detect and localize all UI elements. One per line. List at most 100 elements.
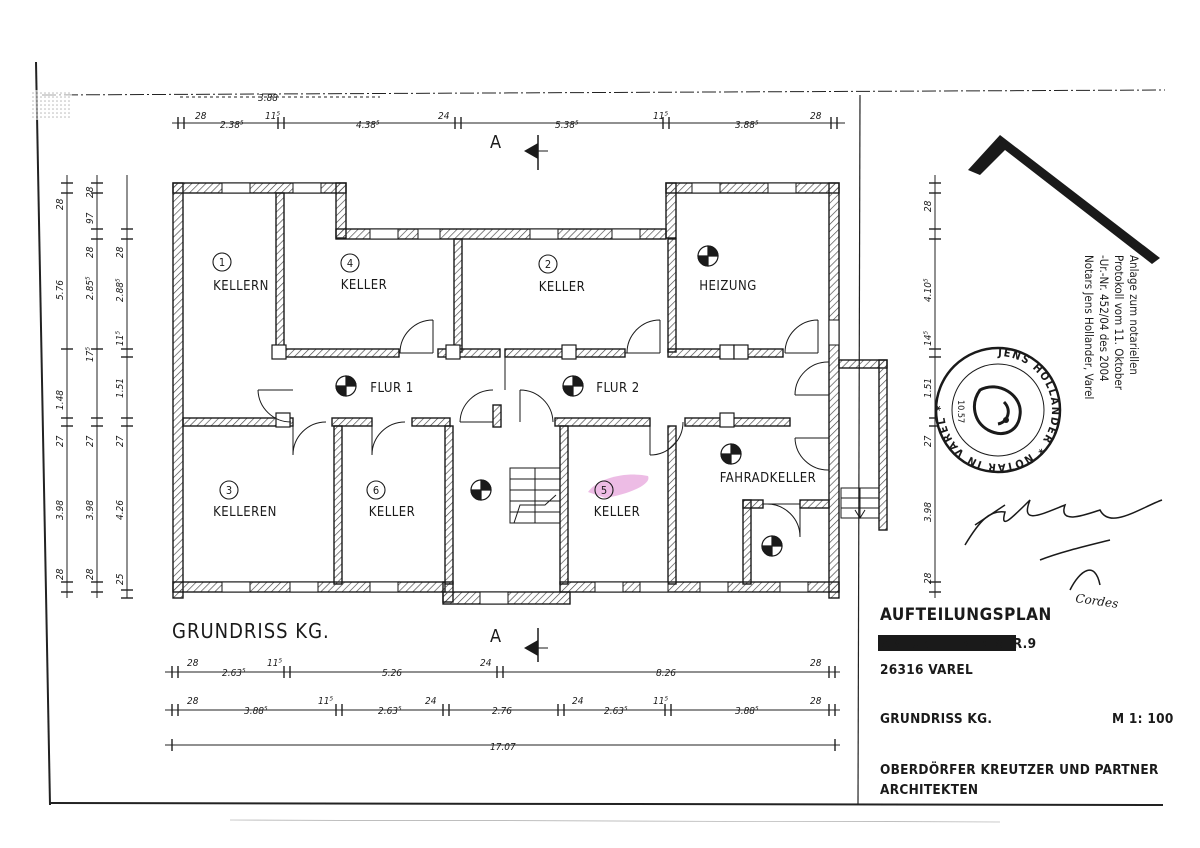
- dim-top: 4.38⁵: [356, 120, 380, 131]
- dim-bottom: 11⁵: [653, 696, 668, 707]
- dim-left: 2.88⁵: [115, 278, 126, 302]
- dim-left: 28: [85, 568, 96, 580]
- dim-bottom: 2.63⁵: [378, 706, 402, 717]
- city-line: 26316 VAREL: [880, 662, 973, 678]
- room-number: 2: [545, 258, 551, 271]
- dim-right: 1.51: [923, 378, 934, 398]
- dim-bottom: 2.76: [492, 706, 512, 717]
- dim-left: 3.98: [55, 500, 66, 520]
- dim-left: 3.98: [85, 500, 96, 520]
- dim-right: 4.10⁵: [923, 278, 934, 302]
- signature: [964, 499, 1163, 591]
- room-label: KELLER: [539, 280, 586, 295]
- room-label: KELLER: [341, 278, 388, 293]
- lamp-icons: [335, 245, 783, 557]
- stamp-line: -Ur.-Nr. 452/04 des 2004: [1097, 255, 1111, 382]
- dim-bottom: 3.88⁵: [244, 706, 268, 717]
- redaction-bar: [878, 635, 1016, 651]
- top-dimension-labels: 3.88 28 2.38⁵ 11⁵ 4.38⁵ 24 5.38⁵ 11⁵ 3.8…: [195, 93, 822, 131]
- left-dimension-lines: [61, 175, 133, 599]
- dim-bottom: 28: [810, 658, 822, 669]
- stamp-line: Anlage zum notariellen: [1127, 255, 1141, 375]
- dim-left: 28: [85, 246, 96, 258]
- room-numbers: 1 4 2 3 6 5: [219, 256, 607, 497]
- dim-bottom: 24: [480, 658, 492, 669]
- dim-bottom: 28: [187, 658, 199, 669]
- dim-bottom: 28: [810, 696, 822, 707]
- firm-name: OBERDÖRFER KREUTZER UND PARTNER: [880, 760, 1159, 778]
- dim-top: 3.88⁵: [735, 120, 759, 131]
- room-number: 5: [601, 484, 607, 497]
- dim-left: 1.51: [115, 378, 126, 398]
- room-number: 4: [347, 257, 353, 270]
- dim-top: 5.38⁵: [555, 120, 579, 131]
- pillars: [271, 344, 749, 428]
- dim-left: 27: [85, 435, 96, 447]
- room-label: FLUR 2: [596, 381, 639, 396]
- handwritten-note: Cordes: [1075, 591, 1120, 611]
- room-number: 3: [226, 484, 232, 497]
- dim-left: 1.48: [55, 390, 66, 410]
- section-marker-bottom: A: [490, 626, 548, 662]
- dim-top-partial: 3.88: [258, 93, 278, 104]
- address-redacted: ANTON-HEINEN STR.9: [882, 636, 1036, 652]
- dim-top: 11⁵: [265, 111, 280, 122]
- dim-right: 28: [923, 200, 934, 212]
- room-labels: KELLERN KELLER KELLER HEIZUNG FLUR 1 FLU…: [213, 278, 816, 520]
- stamp-line: Protokoll vom 11. Oktober: [1112, 255, 1126, 391]
- dim-bottom: 24: [572, 696, 584, 707]
- scale-label: M 1: 100: [1112, 711, 1174, 727]
- dim-left: 28: [55, 568, 66, 580]
- section-label: A: [490, 626, 501, 647]
- right-dimension-labels: 28 4.10⁵ 14⁵ 1.51 27 3.98 28: [923, 200, 934, 584]
- dim-left: 27: [115, 435, 126, 447]
- dim-left: 2.85⁵: [85, 276, 96, 300]
- dim-bottom: 2.63⁵: [604, 706, 628, 717]
- dim-left: 5.76: [55, 280, 66, 300]
- doors: [257, 319, 830, 538]
- drawing-name: GRUNDRISS KG.: [880, 711, 992, 727]
- dim-left: 25: [115, 573, 126, 585]
- dim-bottom: 5.26: [382, 668, 402, 679]
- highlighter-mark: [588, 474, 649, 498]
- page-frame: [30, 61, 1166, 823]
- dim-left: 27: [55, 435, 66, 447]
- right-dimension-lines: [929, 175, 941, 598]
- dim-bottom: 24: [425, 696, 437, 707]
- dim-top: 28: [810, 111, 822, 122]
- dim-left: 28: [55, 198, 66, 210]
- section-label: A: [490, 132, 501, 153]
- plan-caption: GRUNDRISS KG.: [172, 619, 330, 643]
- notary-seal: JENS HOLLANDER * NOTAR IN VAREL * 10.57: [934, 346, 1062, 474]
- dim-bottom: 28: [187, 696, 199, 707]
- stamp-text: Anlage zum notariellen Protokoll vom 11.…: [1082, 255, 1141, 399]
- dim-bottom: 2.63⁵: [222, 668, 246, 679]
- stamp-line: Notars Jens Hollander, Varel: [1082, 255, 1096, 399]
- room-number: 6: [373, 484, 379, 497]
- dim-top: 28: [195, 111, 207, 122]
- dim-bottom: 8.26: [656, 668, 676, 679]
- dim-bottom: 3.88⁵: [735, 706, 759, 717]
- dim-top: 24: [438, 111, 450, 122]
- dim-total: 17.07: [490, 742, 516, 753]
- firm-suffix: ARCHITEKTEN: [880, 782, 978, 798]
- dim-top: 11⁵: [653, 111, 668, 122]
- top-dimension-chain: [172, 96, 845, 129]
- bottom-dimension-lines: [165, 666, 840, 751]
- dim-left: 17⁵: [85, 347, 96, 362]
- seal-number: 10.57: [955, 400, 965, 423]
- room-label: KELLER: [369, 505, 416, 520]
- section-marker-top: A: [490, 132, 548, 170]
- title-block: AUFTEILUNGSPLAN ANTON-HEINEN STR.9 26316…: [878, 605, 1174, 798]
- room-label: FLUR 1: [370, 381, 413, 396]
- dim-top: 2.38⁵: [220, 120, 244, 131]
- room-label: KELLEREN: [213, 505, 277, 520]
- room-number: 1: [219, 256, 225, 269]
- dim-right: 27: [923, 435, 934, 447]
- bottom-dimension-labels: 28 2.63⁵ 11⁵ 5.26 24 8.26 28 28 3.88⁵ 11…: [187, 658, 822, 753]
- dim-bottom: 11⁵: [267, 658, 282, 669]
- left-dimension-labels: 28 5.76 1.48 27 3.98 28 28 97 28 2.85⁵ 1…: [55, 186, 126, 585]
- dim-right: 28: [923, 572, 934, 584]
- dim-left: 97: [85, 212, 96, 224]
